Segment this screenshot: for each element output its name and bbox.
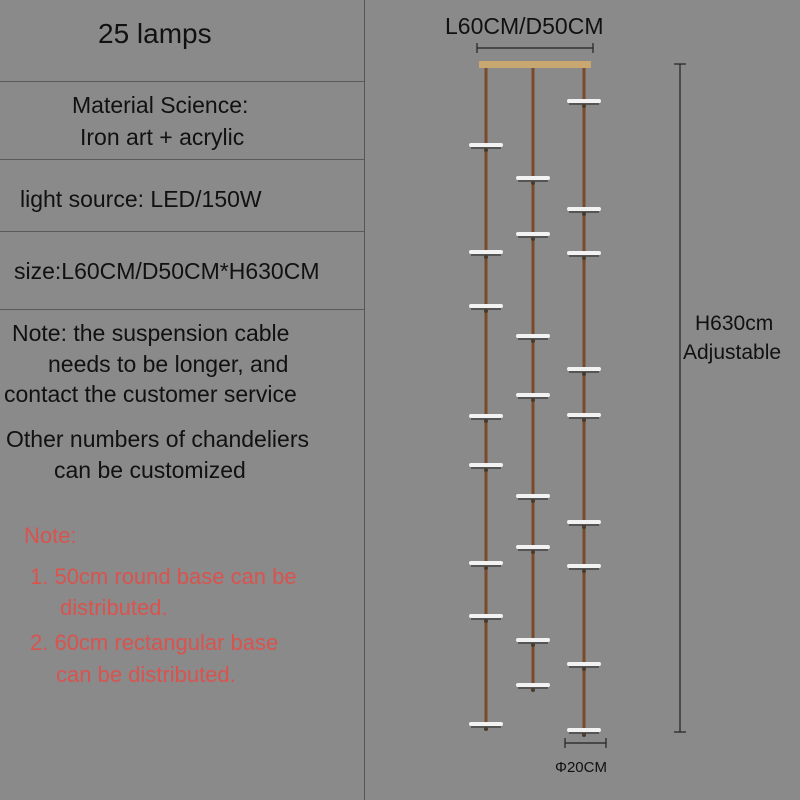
- lamp-disc: [567, 207, 601, 216]
- suspension-cables: [484, 68, 586, 734]
- lamp-disc: [469, 722, 503, 731]
- lamp-disc: [516, 638, 550, 647]
- top-dimension-label: L60CM/D50CM: [445, 13, 604, 39]
- material-label: Material Science:: [72, 92, 249, 118]
- chandelier-diagram: L60CM/D50CM H630cm Adjustable Φ20CM: [365, 0, 800, 800]
- row-title: 25 lamps: [0, 0, 364, 82]
- note-line-3: contact the customer service: [4, 381, 297, 407]
- custom-line-1: Other numbers of chandeliers: [6, 426, 309, 452]
- lamp-disc: [567, 413, 601, 422]
- lamp-disc: [567, 728, 601, 737]
- red-note-heading: Note:: [24, 523, 77, 548]
- spec-table: 25 lamps Material Science: Iron art + ac…: [0, 0, 365, 800]
- material-value: Iron art + acrylic: [80, 124, 245, 150]
- row-size: size:L60CM/D50CM*H630CM: [0, 232, 364, 310]
- red-note-item1-line2: distributed.: [60, 595, 168, 620]
- note-line-1: Note: the suspension cable: [12, 320, 290, 346]
- lamp-disc: [516, 494, 550, 503]
- chandelier-drawing: [469, 43, 686, 748]
- diameter-label: Φ20CM: [555, 759, 607, 776]
- lamp-disc: [516, 545, 550, 554]
- red-note-item1-line1: 1. 50cm round base can be: [30, 564, 297, 589]
- lamp-disc: [469, 561, 503, 570]
- lamp-disc: [469, 463, 503, 472]
- lamp-disc: [567, 367, 601, 376]
- row-light-source: light source: LED/150W: [0, 160, 364, 232]
- lamp-disc: [516, 232, 550, 241]
- height-dimension-line: [674, 63, 686, 733]
- lamp-disc: [567, 662, 601, 671]
- lamp-disc: [469, 143, 503, 152]
- lamp-disc: [567, 564, 601, 573]
- lamp-discs: [469, 99, 601, 737]
- diameter-dimension-line: [564, 738, 607, 748]
- note-line-2: needs to be longer, and: [48, 351, 289, 377]
- light-source-text: light source: LED/150W: [20, 186, 262, 212]
- lamp-disc: [567, 520, 601, 529]
- custom-line-2: can be customized: [54, 457, 246, 483]
- height-label: H630cm: [695, 312, 774, 335]
- title-text: 25 lamps: [98, 18, 212, 49]
- red-note-item2-line1: 2. 60cm rectangular base: [30, 630, 279, 655]
- lamp-disc: [469, 250, 503, 259]
- lamp-disc: [567, 251, 601, 260]
- width-dimension-line: [476, 43, 594, 53]
- lamp-disc: [469, 614, 503, 623]
- row-notes: Note: the suspension cable needs to be l…: [0, 310, 364, 800]
- lamp-disc: [567, 99, 601, 108]
- size-text: size:L60CM/D50CM*H630CM: [14, 258, 320, 284]
- height-adjustable-label: Adjustable: [683, 341, 782, 364]
- lamp-disc: [469, 304, 503, 313]
- lamp-disc: [469, 414, 503, 423]
- lamp-disc: [516, 176, 550, 185]
- red-note-item2-line2: can be distributed.: [56, 662, 236, 687]
- ceiling-canopy: [479, 61, 591, 68]
- lamp-disc: [516, 334, 550, 343]
- lamp-disc: [516, 393, 550, 402]
- row-material: Material Science: Iron art + acrylic: [0, 82, 364, 160]
- lamp-disc: [516, 683, 550, 692]
